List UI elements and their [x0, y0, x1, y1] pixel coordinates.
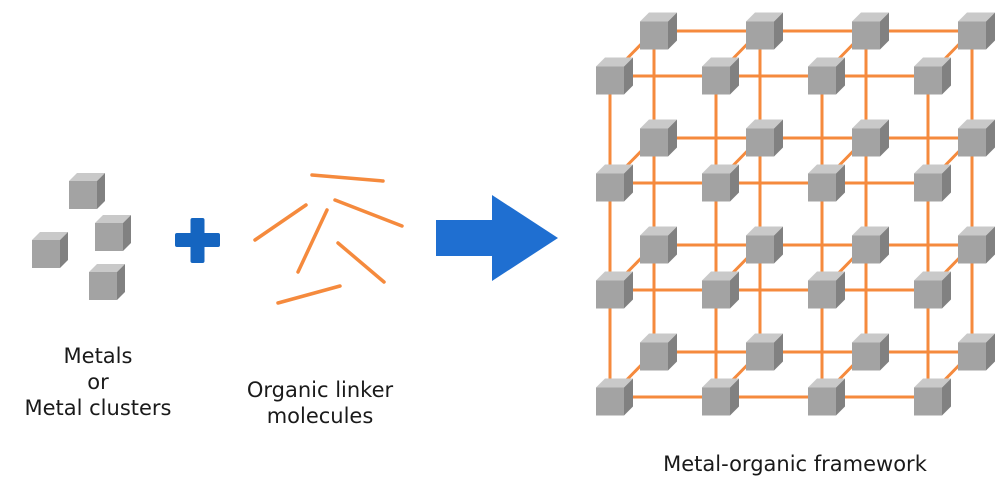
framework-node-front — [596, 164, 633, 202]
metal-cube — [95, 215, 131, 251]
framework-back-nodes — [640, 12, 995, 371]
framework-node-front — [808, 57, 845, 95]
metals-caption-line-2: or — [87, 370, 109, 394]
framework-node-front — [596, 57, 633, 95]
framework-node-back — [852, 119, 889, 157]
framework-front-nodes — [596, 57, 951, 416]
framework-node-front — [808, 378, 845, 416]
framework-node-back — [640, 119, 677, 157]
plus-icon — [175, 218, 220, 263]
framework-node-back — [958, 226, 995, 264]
linkers-caption-line-2: molecules — [266, 404, 374, 428]
framework-node-back — [958, 12, 995, 50]
organic-linker — [333, 198, 404, 228]
framework-node-back — [852, 333, 889, 371]
framework-node-back — [746, 226, 783, 264]
framework-node-back — [746, 333, 783, 371]
framework-node-back — [746, 119, 783, 157]
framework-back-links — [652, 29, 974, 354]
organic-linker — [336, 241, 386, 284]
framework-node-front — [702, 271, 739, 309]
framework-node-back — [640, 333, 677, 371]
framework-caption-text: Metal-organic framework — [663, 452, 927, 476]
organic-linker — [253, 203, 308, 242]
metals-caption-line-1: Metals — [63, 344, 133, 368]
metal-cube — [69, 173, 105, 209]
metal-cube — [32, 232, 68, 268]
right-arrow-icon — [436, 195, 558, 281]
organic-linker — [296, 208, 329, 274]
framework-node-back — [746, 12, 783, 50]
organic-linkers-group — [253, 173, 404, 305]
framework-node-back — [958, 119, 995, 157]
framework-node-back — [852, 12, 889, 50]
metal-clusters-group — [32, 173, 131, 300]
organic-linker — [276, 284, 342, 305]
metals-caption: Metals or Metal clusters — [0, 343, 196, 421]
metal-cube — [89, 264, 125, 300]
framework-node-front — [596, 271, 633, 309]
organic-linker — [310, 173, 385, 183]
framework-node-front — [702, 164, 739, 202]
framework-node-front — [914, 57, 951, 95]
metals-caption-line-3: Metal clusters — [24, 396, 172, 420]
framework-front-links — [608, 74, 930, 399]
framework-node-front — [914, 378, 951, 416]
framework-node-front — [702, 57, 739, 95]
framework-node-front — [914, 271, 951, 309]
framework-node-back — [640, 12, 677, 50]
framework-node-front — [808, 164, 845, 202]
framework-caption: Metal-organic framework — [600, 451, 990, 477]
framework-node-front — [596, 378, 633, 416]
framework-node-front — [914, 164, 951, 202]
linkers-caption-line-1: Organic linker — [246, 378, 394, 402]
linkers-caption: Organic linker molecules — [222, 377, 418, 429]
framework-node-back — [958, 333, 995, 371]
framework-node-back — [640, 226, 677, 264]
framework-node-front — [808, 271, 845, 309]
metal-organic-framework-lattice — [596, 12, 995, 416]
framework-node-back — [852, 226, 889, 264]
framework-node-front — [702, 378, 739, 416]
